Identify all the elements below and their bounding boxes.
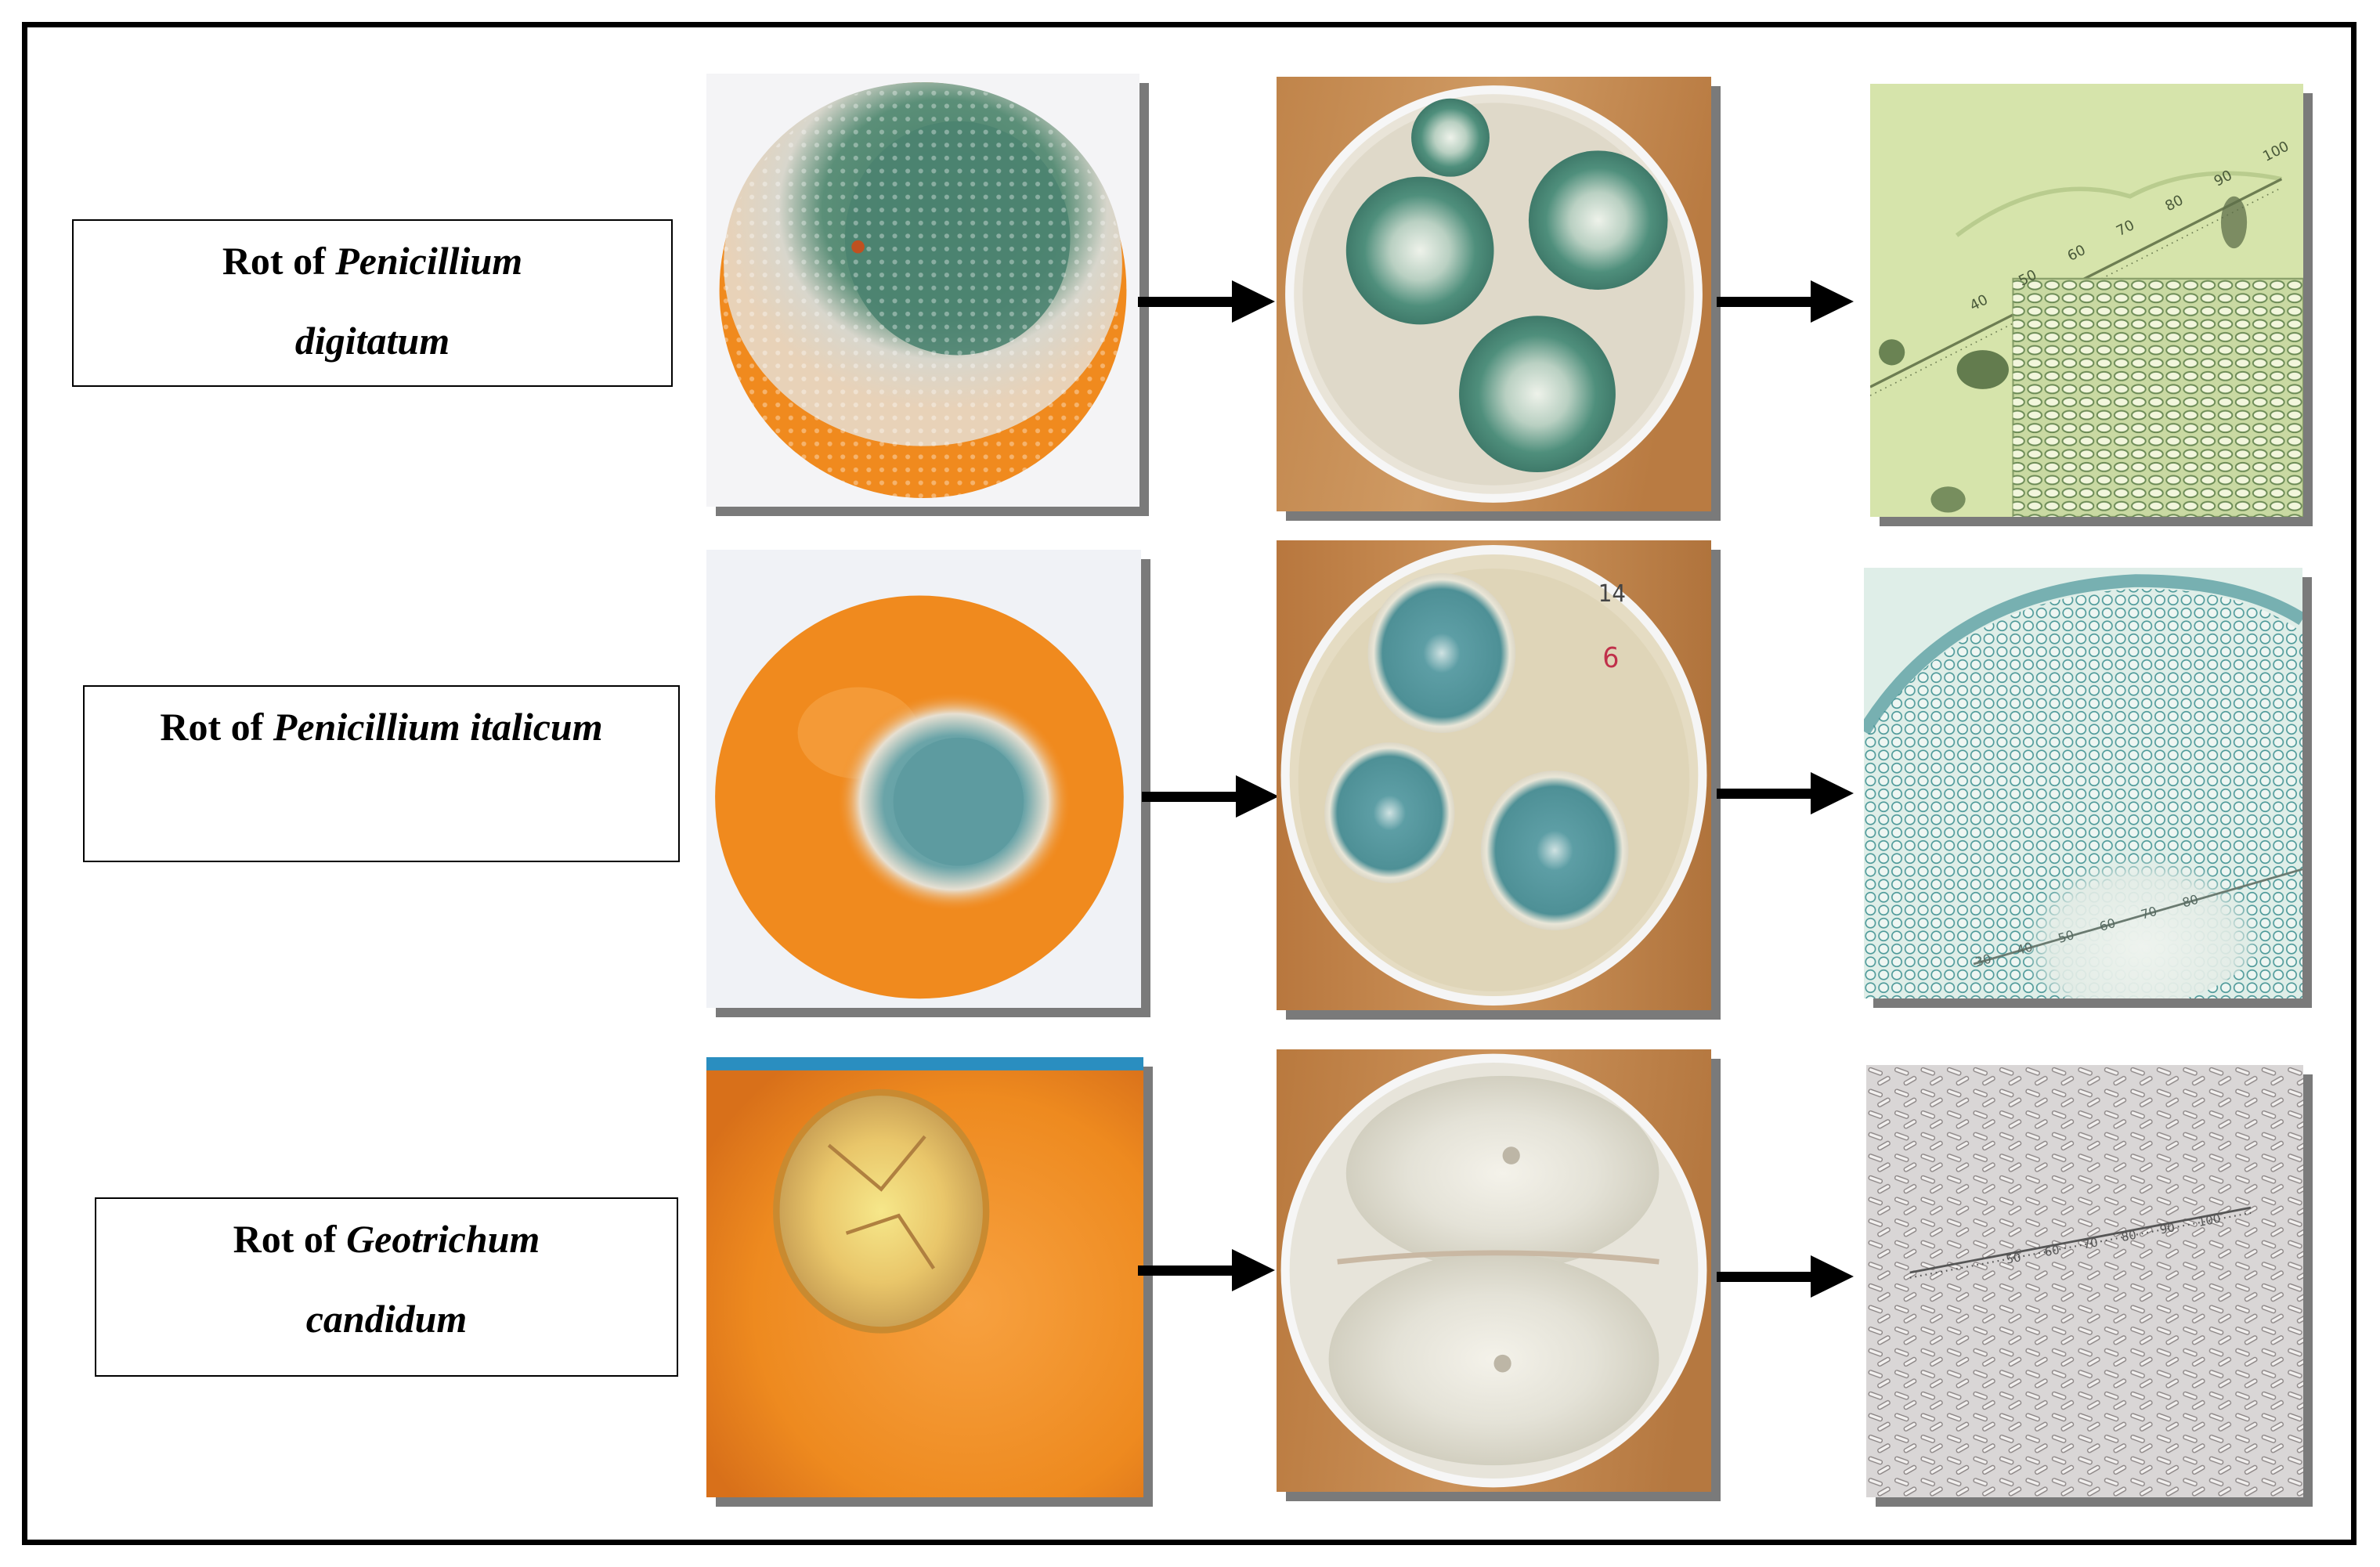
arrow-right-icon — [1717, 278, 1854, 325]
micrograph-geotrichum — [1866, 1065, 2303, 1497]
fruit-photo-italicum — [706, 550, 1141, 1008]
arrow-right-icon — [1717, 770, 1854, 817]
micrograph-digitatum — [1870, 84, 2303, 517]
arrow-right-icon — [1138, 1247, 1275, 1294]
plate-mark: 14 — [1598, 580, 1626, 607]
culture-photo-geotrichum — [1277, 1049, 1711, 1492]
fruit-photo-geotrichum — [706, 1057, 1143, 1497]
arrow-right-icon — [1717, 1253, 1854, 1300]
arrow-right-icon — [1142, 773, 1279, 820]
label-line-1: Rot of Penicillium — [74, 221, 671, 301]
culture-photo-italicum: 14 6 — [1277, 540, 1711, 1010]
label-line-1: Rot of Geotrichum — [96, 1199, 677, 1279]
label-penicillium-digitatum: Rot of Penicillium digitatum — [72, 219, 673, 387]
label-prefix: Rot of — [160, 705, 273, 749]
label-species: digitatum — [294, 319, 450, 363]
label-species: candidum — [305, 1297, 468, 1341]
label-geotrichum-candidum: Rot of Geotrichum candidum — [95, 1197, 678, 1377]
label-genus: Geotrichum — [346, 1217, 540, 1261]
label-species: Penicillium italicum — [273, 705, 603, 749]
culture-photo-digitatum — [1277, 77, 1711, 511]
label-genus: Penicillium — [335, 239, 523, 283]
label-penicillium-italicum: Rot of Penicillium italicum — [83, 685, 680, 862]
label-prefix: Rot of — [222, 239, 336, 283]
label-line-1: Rot of Penicillium italicum — [85, 687, 678, 767]
arrow-right-icon — [1138, 278, 1275, 325]
label-line-2: candidum — [96, 1279, 677, 1359]
micrograph-italicum — [1864, 568, 2302, 998]
fruit-photo-digitatum — [706, 74, 1139, 507]
plate-mark: 6 — [1602, 642, 1619, 675]
label-line-2: digitatum — [74, 301, 671, 381]
label-prefix: Rot of — [233, 1217, 347, 1261]
